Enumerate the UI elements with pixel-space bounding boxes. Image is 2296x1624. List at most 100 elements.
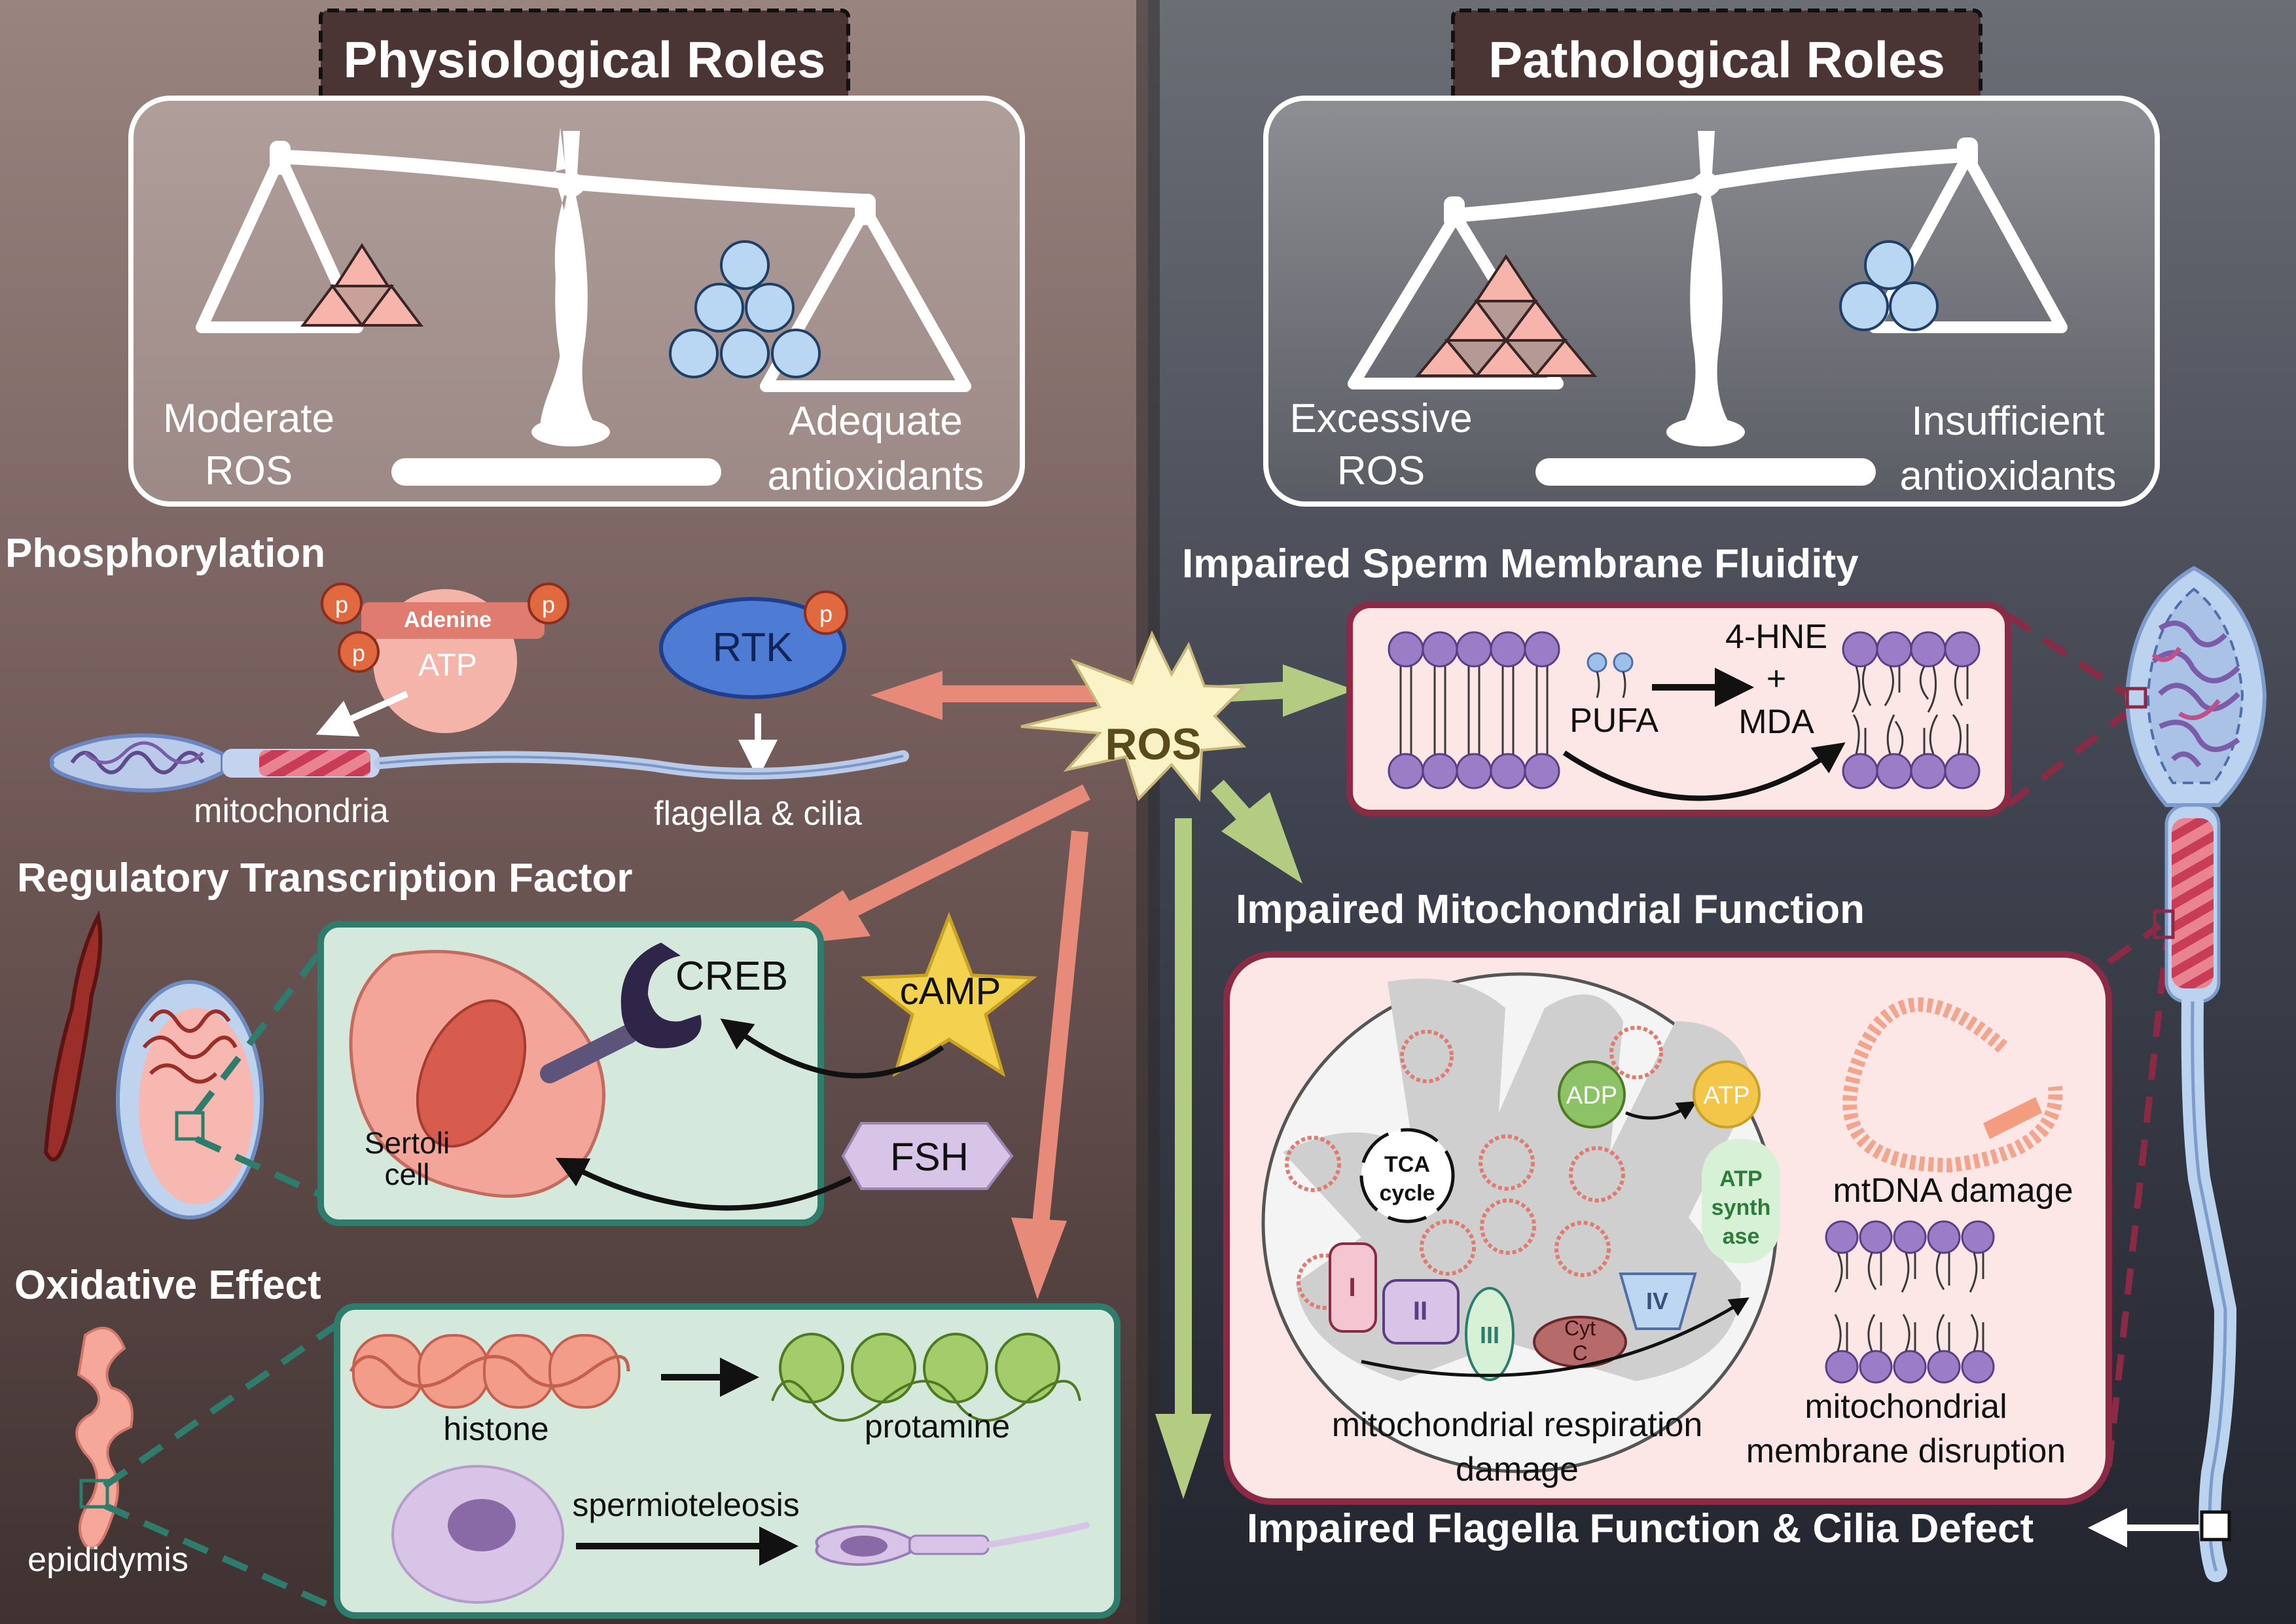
camp-star: cAMP (861, 912, 1037, 1077)
flagella-cilia-label: flagella & cilia (654, 795, 862, 833)
atp-synthase-label-1: ATP (1719, 1166, 1762, 1191)
atp-synthase-label-3: ase (1723, 1224, 1760, 1249)
pathological-roles-header: Pathological Roles (1451, 9, 1982, 113)
excessive-label: Excessive (1289, 396, 1472, 441)
oxidative-zoom-lines (103, 1319, 342, 1614)
membrane-title: Impaired Sperm Membrane Fluidity (1182, 541, 1859, 586)
respiration-label-1: mitochondrial respiration (1332, 1406, 1703, 1444)
moderate-label: Moderate (163, 396, 334, 441)
adequate-antioxidants-label: antioxidants (768, 454, 984, 499)
round-spermatid-icon (391, 1465, 564, 1604)
atp-arrow (315, 691, 409, 737)
adp-label: ADP (1566, 1082, 1617, 1110)
right-pan-adequate-antioxidants (760, 204, 971, 392)
histone-label: histone (443, 1411, 548, 1447)
complex-iii: III (1465, 1287, 1515, 1381)
pufa-icon (1587, 652, 1634, 698)
intact-bilayer-icon (1388, 631, 1560, 789)
ros-center-label: ROS (1105, 719, 1201, 769)
rtk-receptor: RTK p (659, 590, 848, 699)
mtdna-rings (1285, 1026, 1663, 1310)
adp-to-atp-arrow (1625, 1101, 1697, 1120)
phosphate-p-3: p (352, 640, 365, 666)
pufa-label: PUFA (1570, 702, 1659, 740)
bilayer-damage-arrow (1562, 742, 1846, 801)
epididymis-label: epididymis (27, 1541, 188, 1579)
mito-membrane-label-1: mitochondrial (1804, 1388, 2007, 1426)
physiological-balance-box: Moderate ROS Adequate antioxidants (128, 96, 1025, 507)
histone-icon (349, 1334, 630, 1409)
sperm-phosphorylation-icon (49, 733, 909, 793)
physiological-roles-title: Physiological Roles (344, 31, 826, 88)
mitochondria-label: mitochondria (194, 792, 389, 830)
cycle-label: cycle (1379, 1181, 1435, 1206)
creb-icon (540, 943, 702, 1083)
camp-label: cAMP (900, 970, 1001, 1013)
cytc-label-1: Cyt (1564, 1316, 1596, 1340)
complex-i-label: I (1348, 1273, 1355, 1302)
sertoli-cell-label: cell (384, 1157, 429, 1191)
complex-iv-label: IV (1646, 1288, 1668, 1314)
oxidative-box: histone protamine spermioteleosis (334, 1303, 1121, 1619)
mda-label: MDA (1738, 703, 1814, 741)
adp-node: ADP (1558, 1060, 1626, 1128)
membrane-zoom-lines (2005, 612, 2128, 808)
tca-label: TCA (1384, 1152, 1430, 1177)
complex-ii-label: II (1413, 1297, 1427, 1326)
ros-triangles-moderate (300, 243, 423, 328)
sertoli-zoom-lines (194, 940, 330, 1201)
transcription-title: Regulatory Transcription Factor (17, 856, 633, 901)
balance-scale-icon-tilted (1444, 131, 1978, 486)
phosphorylation-title: Phosphorylation (5, 531, 325, 576)
electron-transport-arrow (1361, 1297, 1749, 1377)
protamine-label: protamine (865, 1408, 1010, 1445)
antioxidant-circles-insufficient (1839, 240, 1939, 331)
mito-membrane-disruption-icon (1825, 1220, 1995, 1384)
phosphate-icon: p p p (321, 583, 569, 673)
creb-label: CREB (675, 954, 788, 999)
large-sperm-icon (2125, 566, 2267, 1582)
fsh-label: FSH (890, 1135, 969, 1179)
complex-i: I (1329, 1242, 1377, 1333)
complex-iv: IV (1619, 1272, 1697, 1330)
atp-molecule: Adenine ATP p p p (321, 583, 569, 733)
adequate-label: Adequate (789, 399, 962, 444)
cytc-label-2: C (1572, 1341, 1587, 1365)
mature-sperm-icon (815, 1522, 1090, 1566)
insufficient-label: Insufficient (1911, 399, 2104, 444)
ros-triangles-excessive (1414, 254, 1598, 378)
membrane-box: PUFA 4-HNE + MDA (1346, 602, 2011, 816)
phosphate-p-1: p (335, 591, 348, 618)
fsh-to-sertoli-arrow (555, 1157, 852, 1211)
panel-divider (1136, 0, 1160, 1624)
respiration-label-2: damage (1456, 1451, 1579, 1489)
ros-star: ROS (1020, 630, 1247, 803)
ros-arrows (746, 664, 1355, 1499)
atp-mito-label: ATP (1703, 1082, 1749, 1110)
right-pan-insufficient-antioxidants (1869, 151, 2068, 333)
tca-cycle-icon: TCA cycle (1359, 1128, 1455, 1223)
complex-iii-label: III (1480, 1322, 1499, 1348)
cytochrome-c: Cyt C (1533, 1316, 1627, 1368)
complex-ii: II (1382, 1279, 1460, 1344)
atp-node: ATP (1693, 1060, 1761, 1128)
damaged-bilayer-icon (1842, 631, 1981, 789)
mtdna-damage-icon (1842, 997, 2063, 1173)
hne-label: 4-HNE (1725, 618, 1827, 656)
fsh-hexagon: FSH (841, 1122, 1014, 1190)
atp-label: ATP (418, 648, 477, 683)
mito-membrane-label-2: membrane disruption (1746, 1432, 2066, 1470)
phosphate-p-2: p (542, 591, 555, 618)
flagella-defect-title: Impaired Flagella Function & Cilia Defec… (1247, 1506, 2034, 1551)
epididymis-icon (75, 1326, 134, 1549)
antioxidant-circles-adequate (669, 240, 821, 378)
excessive-ros-label: ROS (1337, 448, 1425, 494)
protamine-icon (771, 1333, 1081, 1422)
sertoli-label: Sertoli (365, 1126, 450, 1160)
rtk-label: RTK (713, 625, 793, 670)
camp-to-creb-arrow (720, 1018, 944, 1079)
moderate-ros-label: ROS (205, 448, 293, 494)
mito-title: Impaired Mitochondrial Function (1236, 887, 1865, 932)
spermioteleosis-label: spermioteleosis (572, 1487, 799, 1523)
physiological-roles-header: Physiological Roles (319, 9, 850, 113)
